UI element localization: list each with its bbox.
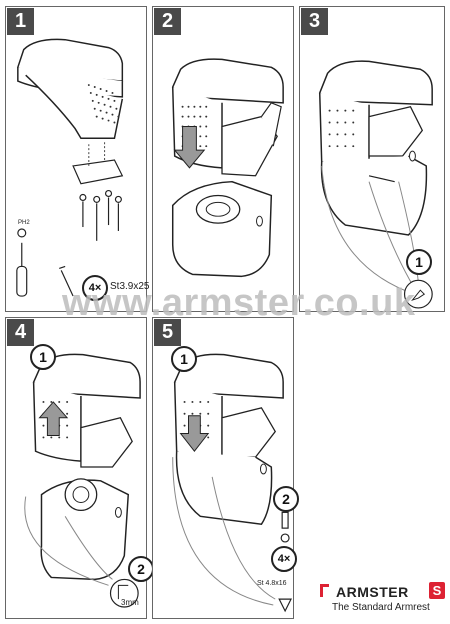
logo-bracket-icon xyxy=(320,584,329,597)
step-number: 1 xyxy=(7,8,34,35)
armster-logo: ARMSTER S The Standard Armrest xyxy=(318,578,446,618)
step-3-panel: 3 1 xyxy=(299,6,445,312)
count-badge: 4× xyxy=(271,546,297,572)
screw-spec-label: St 4.8x16 xyxy=(257,580,287,587)
step-1-panel: 1 PH2 4× xyxy=(5,6,150,312)
step-number: 4 xyxy=(7,319,34,346)
count-badge: 4× xyxy=(82,275,108,301)
substep-badge-2: 2 xyxy=(273,486,299,512)
substep-badge-1: 1 xyxy=(30,344,56,370)
step-number: 3 xyxy=(301,8,328,35)
step-number: 2 xyxy=(154,8,181,35)
screw-spec-label: St3.9x25 xyxy=(110,281,150,292)
tool-label: PH2 xyxy=(18,220,30,226)
armrest-final-illustration xyxy=(172,353,292,613)
substep-badge: 1 xyxy=(406,249,432,275)
substep-badge-2: 2 xyxy=(128,556,154,582)
step-number: 5 xyxy=(154,319,181,346)
step-5-panel: 5 1 2 4× St 4.8x16 xyxy=(152,317,299,619)
armrest-base-illustration xyxy=(16,38,124,297)
measure-label: 3mm xyxy=(121,598,139,607)
brand-tagline: The Standard Armrest xyxy=(332,602,430,613)
step-2-panel: 2 xyxy=(152,6,294,312)
armrest-adjust-illustration xyxy=(24,353,141,608)
brand-name: ARMSTER xyxy=(336,584,409,600)
brand-badge: S xyxy=(429,582,445,599)
substep-badge-1: 1 xyxy=(171,346,197,372)
armrest-mounting-illustration xyxy=(171,58,284,278)
step-4-panel: 4 1 2 3mm xyxy=(5,317,154,619)
